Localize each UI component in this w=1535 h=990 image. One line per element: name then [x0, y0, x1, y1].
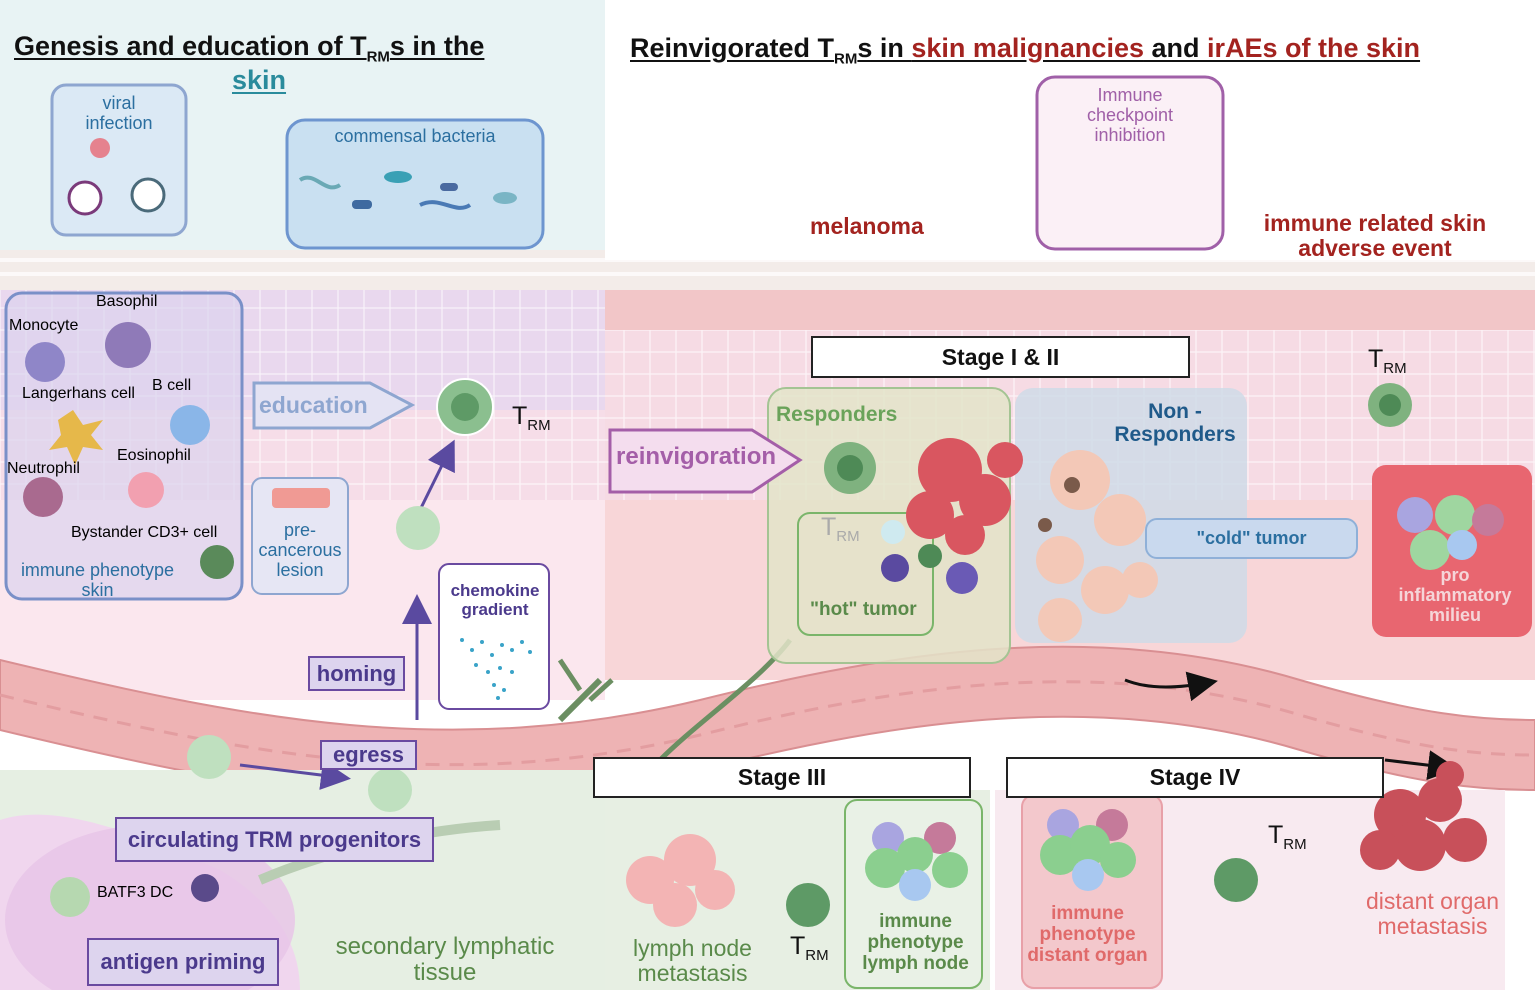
stage-3-box: Stage III	[593, 757, 971, 798]
langerhans-label: Langerhans cell	[22, 385, 135, 402]
left-title-line2: skin	[232, 65, 287, 95]
eosinophil-label: Eosinophil	[117, 447, 191, 464]
homing-label: homing	[308, 656, 405, 691]
trm-label-hot: TRM	[821, 513, 860, 545]
commensal-box	[285, 118, 545, 250]
monocyte-label: Monocyte	[9, 317, 79, 334]
bystander-label: Bystander CD3+ cell	[71, 524, 218, 541]
circulating-trm-progenitors-label: circulating TRM progenitors	[115, 817, 434, 862]
left-title: Genesis and education of TRMs in the	[14, 31, 485, 66]
antigen-priming-label: antigen priming	[87, 938, 279, 986]
immune-phenotype-skin-box	[4, 291, 244, 601]
trm-label-irae: TRM	[1368, 345, 1407, 377]
stage-4-box: Stage IV	[1006, 757, 1384, 798]
trm-label-lymph: TRM	[790, 932, 829, 964]
responders-label: Responders	[776, 403, 898, 426]
stage-1-2-box: Stage I & II	[811, 336, 1190, 378]
non-responders-label: Non -Responders	[1114, 400, 1236, 447]
education-label: education	[259, 392, 368, 418]
checkpoint-box	[1035, 75, 1225, 251]
hot-tumor-label: "hot" tumor	[810, 599, 917, 620]
reinvigoration-label: reinvigoration	[616, 443, 777, 470]
commensal-bacteria-label: commensal bacteria	[334, 126, 496, 146]
egress-label: egress	[320, 740, 417, 770]
trm-label-left: TRM	[512, 402, 551, 434]
neutrophil-label: Neutrophil	[7, 460, 80, 477]
b-cell-label: B cell	[152, 377, 192, 394]
melanoma-label: melanoma	[810, 213, 924, 239]
trm-label-distant: TRM	[1268, 821, 1307, 853]
batf3-dc-label: BATF3 DC	[97, 884, 174, 901]
right-title: Reinvigorated TRMs in skin malignancies …	[630, 33, 1421, 68]
cold-tumor-label: "cold" tumor	[1145, 518, 1358, 559]
basophil-label: Basophil	[96, 293, 158, 310]
